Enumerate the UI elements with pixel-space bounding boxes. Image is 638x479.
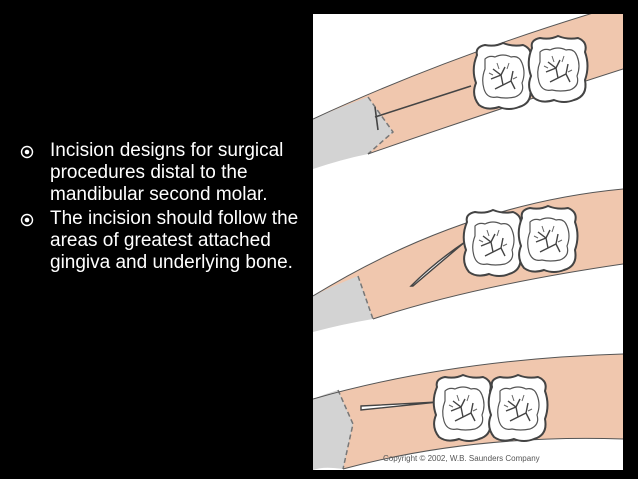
panel-middle	[313, 188, 623, 332]
circled-dot-icon	[20, 208, 50, 227]
circled-dot-icon	[20, 140, 50, 159]
bullet-text-2: The incision should follow the areas of …	[50, 208, 299, 273]
molar-illustration	[313, 14, 623, 470]
bullet-item-2: The incision should follow the areas of …	[20, 208, 320, 274]
panel-bottom	[313, 353, 623, 470]
molar-incision-figure: Copyright © 2002, W.B. Saunders Company	[313, 14, 623, 470]
bullet-text-1: Incision designs for surgical procedures…	[50, 140, 284, 205]
bullet-list: Incision designs for surgical procedures…	[20, 140, 320, 276]
copyright-text: Copyright © 2002, W.B. Saunders Company	[383, 454, 540, 463]
bullet-item-1: Incision designs for surgical procedures…	[20, 140, 320, 206]
panel-top	[313, 14, 623, 169]
